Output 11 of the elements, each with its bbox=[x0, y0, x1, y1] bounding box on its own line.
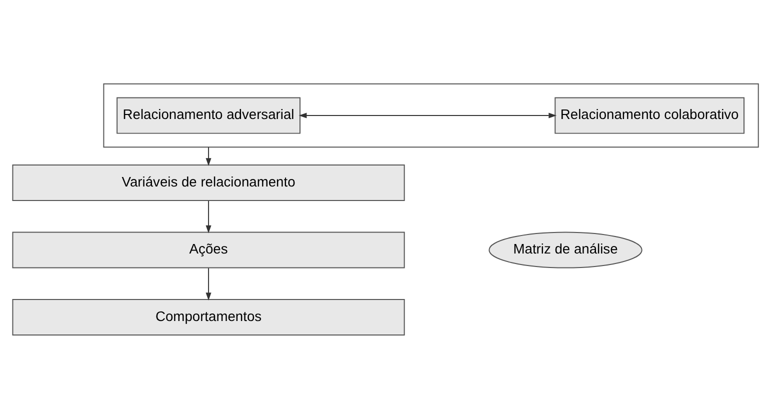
arrow bbox=[206, 146, 212, 166]
node-box: Relacionamento colaborativo bbox=[554, 96, 744, 134]
arrow bbox=[206, 200, 212, 233]
node-box: Variáveis de relacionamento bbox=[12, 164, 405, 201]
node-box: Relacionamento adversarial bbox=[116, 96, 300, 134]
arrow bbox=[298, 112, 557, 118]
node-box: Ações bbox=[12, 231, 405, 268]
arrow bbox=[206, 267, 212, 300]
cluster bbox=[103, 82, 759, 148]
node-ellipse: Matriz de análise bbox=[488, 231, 642, 268]
node-box: Comportamentos bbox=[12, 298, 405, 336]
